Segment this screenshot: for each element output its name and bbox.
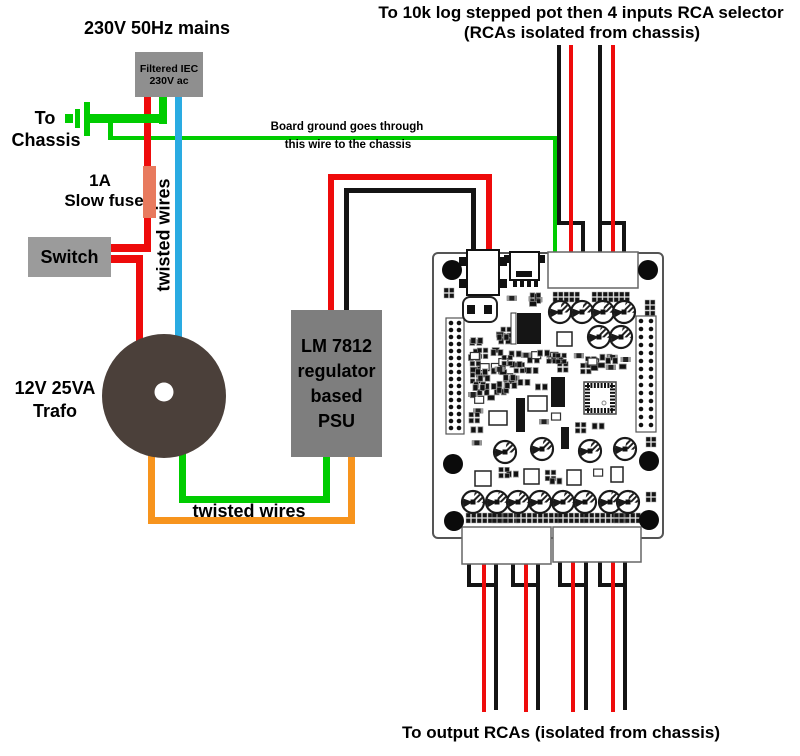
electrolytic-capacitor [608, 324, 634, 350]
mounting-hole [639, 451, 659, 471]
output-red-wire-3 [571, 556, 575, 712]
psu-label-line1: LM 7812 [300, 335, 373, 356]
mounting-hole [444, 511, 464, 531]
mains-live-red-wire-fuse-to-switch [105, 216, 151, 252]
pin-header [445, 317, 465, 435]
pcb-smd-components [467, 292, 631, 485]
input-title-line2: (RCAs isolated from chassis) [463, 23, 701, 42]
ic-chip [517, 313, 541, 344]
qfp-chip [583, 381, 617, 415]
pcb-board [432, 249, 664, 565]
signal-input-connector [547, 251, 639, 289]
ground-note-line1: Board ground goes through [270, 121, 424, 133]
electrolytic-capacitor [550, 489, 576, 515]
electrolytic-capacitor [615, 489, 641, 515]
ic-chip [561, 427, 569, 449]
pot-signal-red-wire-2 [611, 45, 615, 258]
iec-label-line1: Filtered IEC [139, 62, 199, 75]
mains-live-red-wire-upper [144, 90, 151, 168]
mounting-hole [442, 260, 462, 280]
electrolytic-capacitor [547, 299, 573, 325]
output-connector-left [461, 526, 552, 565]
electrolytic-capacitor [460, 489, 486, 515]
board-ground-wire [108, 120, 557, 258]
psu-dc-plus-red-wire [328, 174, 492, 315]
pin-header [635, 315, 657, 433]
ground-symbol [65, 102, 90, 136]
dc-input-connector [466, 249, 500, 296]
output-label: To output RCAs (isolated from chassis) [402, 723, 720, 742]
electrolytic-capacitor [484, 489, 510, 515]
mounting-hole [638, 260, 658, 280]
psu-box: LM 7812 regulator based PSU [291, 310, 382, 457]
twisted-wires-label-vertical: twisted wires [153, 178, 174, 292]
electrolytic-capacitor [590, 299, 616, 325]
electrolytic-capacitor [529, 436, 555, 462]
mains-title: 230V 50Hz mains [83, 18, 231, 38]
to-chassis-label-line2: Chassis [11, 130, 81, 150]
fuse-body [143, 166, 156, 218]
soic-chip [474, 470, 492, 487]
soic-chip [527, 395, 548, 412]
switch-box: Switch [28, 237, 111, 277]
ic-chip [516, 398, 525, 432]
electrolytic-capacitor [492, 439, 518, 465]
electrolytic-capacitor [572, 489, 598, 515]
ground-note-line2: this wire to the chassis [284, 139, 412, 151]
electrolytic-capacitor [569, 299, 595, 325]
mounting-hole [639, 510, 659, 530]
iec-inlet-box: Filtered IEC 230V ac [135, 52, 203, 97]
output-red-wire-4 [611, 556, 615, 712]
mains-neutral-blue-wire [175, 90, 182, 345]
electrolytic-capacitor [505, 489, 531, 515]
ic-chip [551, 377, 565, 407]
psu-label-line2: regulator [297, 360, 376, 381]
psu-label-line3: based [310, 385, 363, 406]
crystal [462, 296, 498, 323]
electrolytic-capacitor [527, 489, 553, 515]
switch-label: Switch [40, 246, 99, 267]
trafo-secondary-orange-wire [148, 444, 355, 524]
electrolytic-capacitor [577, 438, 603, 464]
toroidal-transformer [102, 334, 226, 458]
mounting-hole [443, 454, 463, 474]
psu-label-line4: PSU [317, 410, 355, 431]
twisted-wires-label-bottom: twisted wires [192, 501, 306, 521]
soic-chip [566, 469, 582, 486]
fuse-label-line1: 1A [89, 171, 111, 190]
trafo-secondary-green-wire [179, 444, 330, 503]
electrolytic-capacitor [611, 299, 637, 325]
soic-chip [610, 466, 624, 483]
input-title-line1: To 10k log stepped pot then 4 inputs RCA… [378, 3, 784, 22]
electrolytic-capacitor [586, 324, 612, 350]
output-red-wire-1 [482, 558, 486, 712]
output-connector-right [552, 526, 642, 563]
chassis-ground-wire [87, 90, 167, 124]
to-chassis-label-line1: To [34, 108, 56, 128]
pot-signal-red-wire-1 [569, 45, 573, 258]
electrolytic-capacitor [612, 436, 638, 462]
output-red-wire-2 [524, 558, 528, 712]
iec-label-line2: 230V ac [149, 74, 189, 87]
psu-dc-minus-black-wire [344, 188, 476, 315]
soic-chip [523, 468, 540, 485]
soic-chip [556, 331, 573, 347]
soic-chip [488, 410, 508, 426]
mains-live-red-wire-switch-to-trafo [105, 255, 143, 345]
fuse-label-line2: Slow fuse [64, 191, 144, 210]
trafo-label-line2: Trafo [32, 401, 78, 421]
trafo-label-line1: 12V 25VA [14, 378, 96, 398]
